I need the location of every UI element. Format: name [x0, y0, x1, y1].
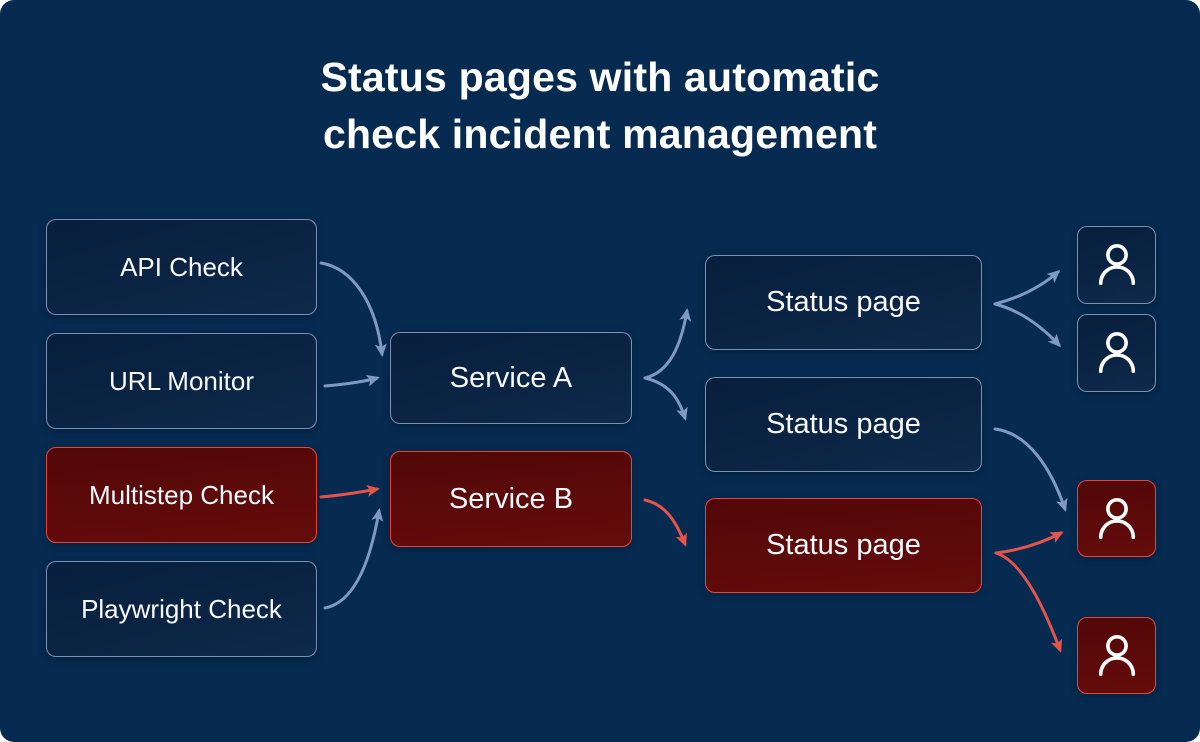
arrow-service-a-to-status-page-2 [643, 376, 688, 421]
service-node-a: Service A [390, 332, 632, 424]
check-node-multistep-label: Multistep Check [89, 479, 274, 510]
check-node-api: API Check [46, 219, 317, 315]
status-page-node-2-label: Status page [766, 408, 921, 440]
arrow-service-b-to-status-page-3 [643, 498, 687, 547]
arrow-status-page-3-to-subscriber-4 [994, 551, 1063, 653]
arrow-url-monitor-to-service-a [323, 374, 380, 388]
title-line-2: check incident management [322, 111, 878, 158]
user-icon [1098, 497, 1135, 539]
service-node-a-label: Service A [449, 361, 573, 394]
arrow-status-page-2-to-subscriber-3 [993, 427, 1068, 512]
service-node-b-label: Service B [448, 482, 574, 515]
status-page-node-1: Status page [705, 255, 982, 350]
status-page-node-3: Status page [705, 498, 982, 593]
user-icon [1098, 244, 1135, 286]
service-node-b: Service B [390, 451, 632, 547]
arrow-multistep-check-to-service-b [319, 484, 380, 499]
check-node-url-monitor: URL Monitor [46, 333, 317, 429]
status-page-node-2: Status page [705, 377, 982, 472]
status-page-node-1-label: Status page [766, 286, 921, 318]
subscriber-node-1 [1077, 226, 1156, 304]
arrow-status-page-3-to-subscriber-3 [994, 531, 1064, 555]
subscriber-node-3 [1077, 480, 1156, 557]
user-icon [1098, 332, 1135, 374]
arrow-status-page-1-to-subscriber-1 [993, 270, 1061, 306]
check-node-playwright: Playwright Check [46, 561, 317, 657]
arrow-playwright-check-to-service-b [323, 508, 384, 610]
arrow-status-page-1-to-subscriber-2 [993, 302, 1062, 348]
title-line-1: Status pages with automatic [320, 54, 880, 100]
status-page-node-3-label: Status page [766, 529, 921, 561]
arrow-service-a-to-status-page-1 [643, 308, 692, 380]
arrow-api-check-to-service-a [319, 261, 387, 357]
subscriber-node-2 [1077, 314, 1156, 392]
diagram-title: Status pages with automatic check incide… [0, 49, 1200, 164]
check-node-playwright-label: Playwright Check [81, 593, 282, 624]
check-node-api-label: API Check [120, 251, 243, 282]
subscriber-node-4 [1077, 617, 1156, 694]
user-icon [1098, 634, 1135, 676]
check-node-url-monitor-label: URL Monitor [109, 365, 254, 396]
check-node-multistep: Multistep Check [46, 447, 317, 543]
